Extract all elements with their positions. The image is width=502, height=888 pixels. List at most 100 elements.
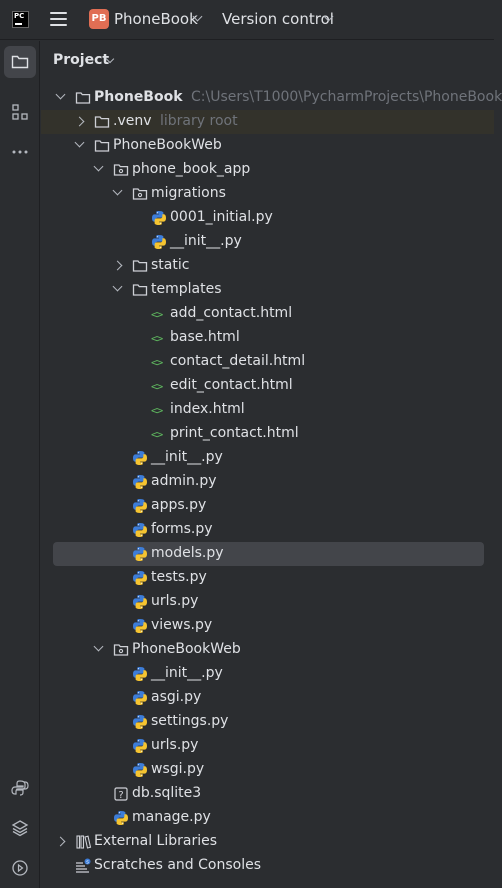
python-file-icon <box>132 474 148 490</box>
tree-node[interactable]: PhoneBookWeb <box>41 638 494 662</box>
tree-node[interactable]: <>index.html <box>41 398 494 422</box>
chevron-down-icon[interactable] <box>74 137 85 148</box>
tree-node-label: wsgi.py <box>151 761 205 777</box>
more-tools-button[interactable] <box>4 136 36 168</box>
tree-node-label: 0001_initial.py <box>170 209 273 225</box>
more-icon <box>12 150 28 154</box>
tree-node-label: admin.py <box>151 473 217 489</box>
tree-node[interactable]: static <box>41 254 494 278</box>
tree-node-label: add_contact.html <box>170 305 293 321</box>
tree-node[interactable]: phone_book_app <box>41 158 494 182</box>
tree-node[interactable]: __init__.py <box>41 230 494 254</box>
tree-node[interactable]: views.py <box>41 614 494 638</box>
tree-node[interactable]: <> base.html <box>41 326 494 350</box>
tree-node[interactable]: apps.py <box>41 494 494 518</box>
chevron-right-icon[interactable] <box>112 260 123 271</box>
tree-node[interactable]: s Scratches and Consoles <box>41 854 494 878</box>
python-file-icon <box>132 570 148 586</box>
tree-node[interactable]: admin.py <box>41 470 494 494</box>
tree-node[interactable]: asgi.py <box>41 686 494 710</box>
python-file-icon <box>132 738 148 754</box>
tree-node[interactable]: External Libraries <box>41 830 494 854</box>
scratches-icon: s <box>75 858 91 874</box>
chevron-down-icon[interactable] <box>93 161 104 172</box>
tree-node-label: forms.py <box>151 521 213 537</box>
tree-node-label: __init__.py <box>151 449 223 465</box>
tree-node[interactable]: <> add_contact.html <box>41 302 494 326</box>
tree-node[interactable]: <>edit_contact.html <box>41 374 494 398</box>
tree-node[interactable]: urls.py <box>41 590 494 614</box>
svg-text:s: s <box>86 860 89 866</box>
chevron-down-icon[interactable] <box>112 281 123 292</box>
tree-node[interactable]: migrations <box>41 182 494 206</box>
tree-node-label: apps.py <box>151 497 207 513</box>
tree-node[interactable]: tests.py <box>41 566 494 590</box>
html-file-icon: <> <box>151 380 163 393</box>
tree-node[interactable]: wsgi.py <box>41 758 494 782</box>
package-folder-icon <box>132 186 148 202</box>
package-folder-icon <box>113 642 129 658</box>
python-file-icon <box>132 666 148 682</box>
tree-node[interactable]: __init__.py <box>41 446 494 470</box>
folder-icon <box>132 258 148 274</box>
tree-node-label: settings.py <box>151 713 229 729</box>
svg-text:?: ? <box>118 790 123 801</box>
tree-node[interactable]: manage.py <box>41 806 494 830</box>
python-file-icon <box>132 594 148 610</box>
tree-node[interactable]: <>print_contact.html <box>41 422 494 446</box>
tree-node[interactable]: <> contact_detail.html <box>41 350 494 374</box>
run-icon <box>12 860 28 876</box>
tree-node[interactable]: PhoneBookWeb <box>41 134 494 158</box>
unknown-file-icon: ? <box>113 786 129 802</box>
tree-node[interactable]: urls.py <box>41 734 494 758</box>
html-file-icon: <> <box>151 332 163 345</box>
tree-node-label: models.py <box>151 545 224 561</box>
tree-node-label: views.py <box>151 617 213 633</box>
package-folder-icon <box>113 162 129 178</box>
tree-node[interactable]: 0001_initial.py <box>41 206 494 230</box>
tree-node-label: base.html <box>170 329 240 345</box>
tree-node-label: phone_book_app <box>132 161 251 177</box>
python-file-icon <box>132 690 148 706</box>
python-file-icon <box>151 210 167 226</box>
tree-node-label: print_contact.html <box>170 425 299 441</box>
services-tool-button[interactable] <box>4 812 36 844</box>
tree-node-label: Scratches and Consoles <box>94 857 261 873</box>
tree-node-label: External Libraries <box>94 833 217 849</box>
tree-node[interactable]: __init__.py <box>41 662 494 686</box>
chevron-right-icon[interactable] <box>55 836 66 847</box>
html-file-icon: <> <box>151 356 163 369</box>
html-file-icon: <> <box>151 308 163 321</box>
project-panel-title[interactable]: Project <box>53 52 110 68</box>
version-control-menu[interactable]: Version control <box>222 10 334 28</box>
tree-node[interactable]: ?db.sqlite3 <box>41 782 494 806</box>
python-file-icon <box>132 450 148 466</box>
project-tool-button[interactable] <box>4 46 36 78</box>
title-bar: PC PB PhoneBook Version control <box>0 0 494 40</box>
tool-window-bar <box>0 41 40 888</box>
chevron-down-icon[interactable] <box>55 89 66 100</box>
tree-node[interactable]: forms.py <box>41 518 494 542</box>
chevron-down-icon[interactable] <box>93 641 104 652</box>
python-file-icon <box>132 522 148 538</box>
structure-tool-button[interactable] <box>4 96 36 128</box>
project-badge[interactable]: PB <box>89 9 109 29</box>
tree-node-hint: C:\Users\T1000\PycharmProjects\PhoneBook <box>191 89 502 105</box>
tree-node-label: tests.py <box>151 569 207 585</box>
run-tool-button[interactable] <box>4 852 36 884</box>
tree-node[interactable]: settings.py <box>41 710 494 734</box>
main-menu-icon[interactable] <box>50 12 67 26</box>
python-file-icon <box>132 546 148 562</box>
tree-node[interactable]: models.py <box>53 542 484 566</box>
tree-node[interactable]: templates <box>41 278 494 302</box>
structure-icon <box>12 104 28 120</box>
project-selector[interactable]: PhoneBook <box>114 10 198 28</box>
tree-node-label: contact_detail.html <box>170 353 306 369</box>
chevron-right-icon[interactable] <box>74 116 85 127</box>
tree-node-label: migrations <box>151 185 226 201</box>
python-console-button[interactable] <box>4 772 36 804</box>
python-console-icon <box>11 780 29 796</box>
chevron-down-icon[interactable] <box>112 185 123 196</box>
